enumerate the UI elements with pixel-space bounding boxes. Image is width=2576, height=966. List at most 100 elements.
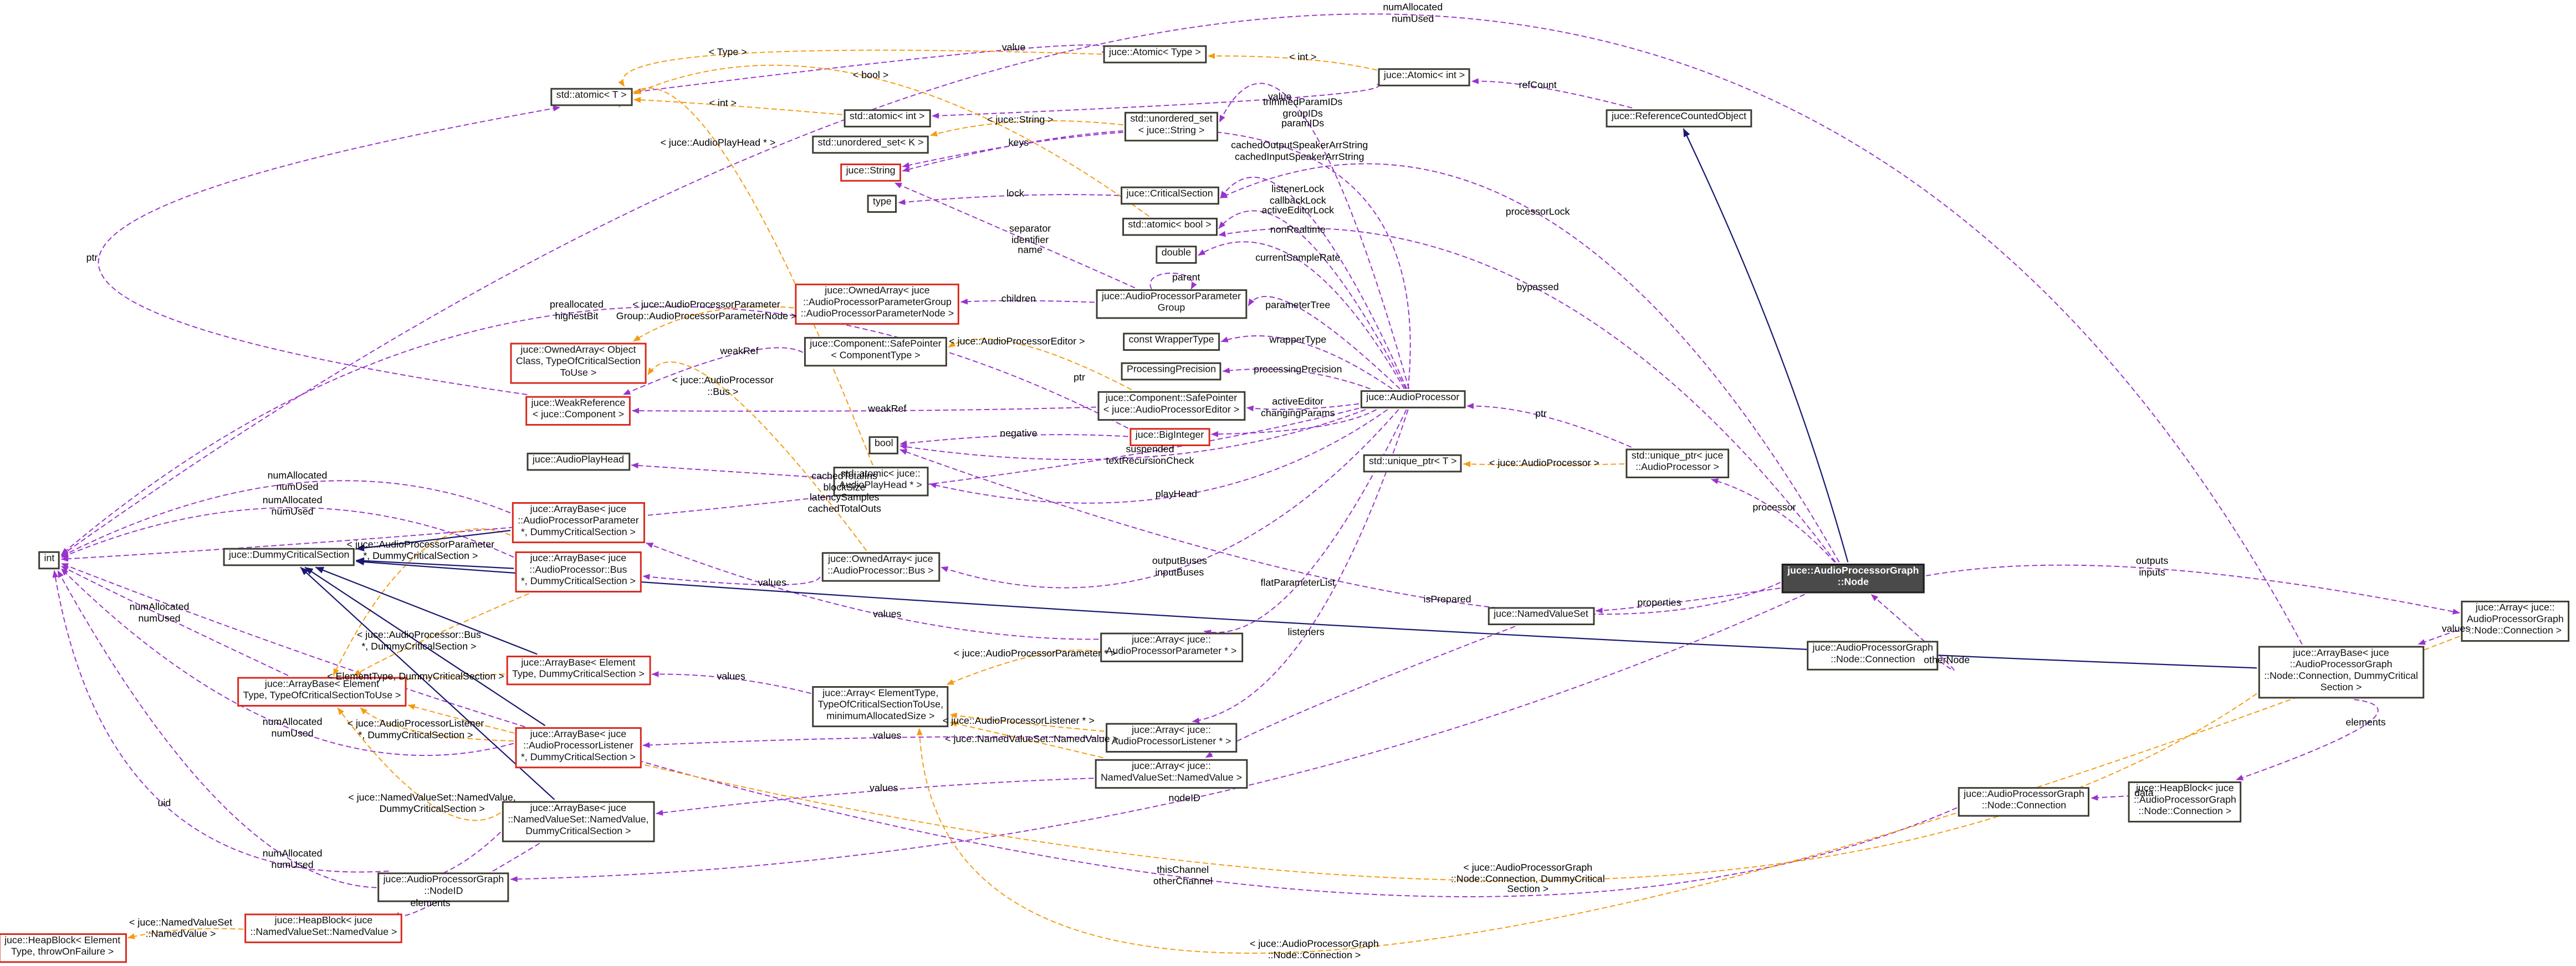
node-ownedarray_bus[interactable]: juce::OwnedArray< juce ::AudioProcessor:…: [821, 552, 939, 582]
node-array_listener[interactable]: juce::Array< juce:: AudioProcessorListen…: [1106, 723, 1237, 753]
edge-node-nodeid: [510, 594, 1805, 882]
edge-array_connection-ab_connection: [2417, 628, 2463, 645]
edge-appg-ownedarray_appn: [960, 298, 1095, 305]
node-heapblock_conn[interactable]: juce::HeapBlock< juce ::AudioProcessorGr…: [2128, 781, 2242, 822]
node-connection_r[interactable]: juce::AudioProcessorGraph ::Node::Connec…: [1807, 641, 1939, 671]
node-int: int: [38, 551, 60, 569]
edge-uniqueptr_ap-uniqueptr_t: [1463, 461, 1624, 467]
node-heapblock_nv[interactable]: juce::HeapBlock< juce ::NamedValueSet::N…: [244, 913, 403, 943]
edge-audioprocessor-ownedarray_bus: [941, 409, 1399, 589]
edge-node-critsec: [1220, 163, 1840, 563]
node-std_atomic_int: std::atomic< int >: [844, 109, 931, 127]
edge-refcounted-atomic_int: [1471, 78, 1633, 109]
edge-audioprocessor-array_listener: [1192, 409, 1409, 724]
node-dummycs[interactable]: juce::DummyCriticalSection: [223, 548, 355, 566]
edge-audioprocessor-double: [1198, 241, 1405, 390]
edge-appg-string: [894, 182, 1136, 289]
node-safeptr_editor[interactable]: juce::Component::SafePointer < juce::Aud…: [1097, 391, 1245, 421]
node-critsec[interactable]: juce::CriticalSection: [1121, 186, 1219, 205]
edge-node-array_connection: [1925, 564, 2460, 615]
edge-connection_b-int: [61, 563, 1957, 897]
node-connection_b[interactable]: juce::AudioProcessorGraph ::Node::Connec…: [1957, 787, 2091, 816]
node-ab_elem_dummy[interactable]: juce::ArrayBase< Element Type, DummyCrit…: [506, 656, 651, 685]
edge-audioprocessor-bool: [899, 409, 1366, 461]
node-atomic_bool: std::atomic< bool >: [1122, 217, 1218, 236]
edge-ab_listener-ab_elem_t: [360, 707, 514, 742]
node-ab_elem_t[interactable]: juce::ArrayBase< Element Type, TypeOfCri…: [237, 677, 407, 707]
edge-appg-appg: [1149, 272, 1197, 290]
edge-audioprocessor-biginteger: [1210, 409, 1377, 437]
node-atomic_type[interactable]: juce::Atomic< Type >: [1103, 45, 1207, 63]
edge-ab_connection-heapblock_conn: [2236, 699, 2379, 781]
edge-ab_namedvalue-ab_elem_t: [337, 707, 501, 821]
node-weakref_comp[interactable]: juce::WeakReference < juce::Component >: [525, 396, 631, 426]
node-node: juce::AudioProcessorGraph ::Node: [1781, 564, 1925, 593]
edge-ab_elem_dummy-ab_elem_t: [401, 673, 505, 683]
edge-safeptr_editor-safeptr_t: [948, 338, 1132, 390]
node-array_namedvalue[interactable]: juce::Array< juce:: NamedValueSet::Named…: [1095, 759, 1248, 789]
node-array_t[interactable]: juce::Array< ElementType, TypeOfCritical…: [812, 686, 949, 727]
node-namedvalueset[interactable]: juce::NamedValueSet: [1488, 607, 1594, 625]
node-array_connection[interactable]: juce::Array< juce:: AudioProcessorGraph …: [2461, 600, 2570, 642]
edge-array_namedvalue-ab_namedvalue: [656, 778, 1094, 816]
edge-array_param-array_t: [946, 650, 1099, 686]
edge-array_t-ab_elem_dummy: [651, 671, 811, 694]
edge-node-namedvalueset: [1595, 587, 1781, 614]
edge-ab_listener-int: [60, 568, 514, 756]
edge-array_namedvalue-array_t: [949, 720, 1103, 759]
node-nodeid[interactable]: juce::AudioProcessorGraph ::NodeID: [377, 872, 510, 902]
node-ab_connection[interactable]: juce::ArrayBase< juce ::AudioProcessorGr…: [2258, 646, 2424, 698]
node-ab_listener[interactable]: juce::ArrayBase< juce ::AudioProcessorLi…: [515, 727, 642, 768]
edge-ab_listener-dummycs: [304, 566, 546, 727]
node-atomic_int[interactable]: juce::Atomic< int >: [1378, 68, 1471, 86]
edge-atomic_playhead-playhead: [631, 462, 832, 479]
edge-critsec-type: [898, 194, 1120, 206]
node-uniqueptr_t: std::unique_ptr< T >: [1363, 454, 1463, 473]
node-array_param[interactable]: juce::Array< juce:: AudioProcessorParame…: [1100, 632, 1243, 662]
node-ab_param[interactable]: juce::ArrayBase< juce ::AudioProcessorPa…: [512, 502, 645, 543]
node-uniqueptr_ap: std::unique_ptr< juce ::AudioProcessor >: [1626, 448, 1729, 478]
edge-safeptr_editor-weakref_comp: [632, 406, 1096, 414]
edge-unordered_set_str-string: [902, 131, 1123, 168]
edge-ab_namedvalue-int: [57, 570, 501, 888]
node-playhead[interactable]: juce::AudioPlayHead: [527, 452, 630, 471]
node-procprec: ProcessingPrecision: [1121, 362, 1222, 381]
node-ab_namedvalue[interactable]: juce::ArrayBase< juce ::NamedValueSet::N…: [502, 801, 655, 842]
node-appg[interactable]: juce::AudioProcessorParameter Group: [1096, 289, 1247, 319]
node-heapblock_t[interactable]: juce::HeapBlock< Element Type, throwOnFa…: [0, 933, 126, 963]
edge-audioprocessor-safeptr_editor: [1246, 403, 1359, 412]
edge-std_atomic_int-atomic_t: [633, 96, 842, 115]
edge-audioprocessor-appg: [1248, 295, 1401, 390]
node-ownedarray_appn[interactable]: juce::OwnedArray< juce ::AudioProcessorP…: [795, 283, 960, 325]
node-safeptr_t[interactable]: juce::Component::SafePointer < Component…: [804, 336, 947, 366]
edge-array_param-ab_param: [646, 542, 1099, 640]
edge-ab_connection-dummycs: [355, 558, 2257, 669]
node-biginteger[interactable]: juce::BigInteger: [1129, 428, 1210, 446]
node-ab_bus[interactable]: juce::ArrayBase< juce ::AudioProcessor::…: [515, 551, 642, 592]
edge-atomic_int-std_atomic_int: [932, 84, 1379, 119]
edge-heapblock_nv-heapblock_t: [127, 928, 244, 939]
edge-audioprocessor-unordered_set_str: [1219, 83, 1410, 389]
node-audioprocessor[interactable]: juce::AudioProcessor: [1360, 390, 1465, 408]
edge-uniqueptr_ap-audioprocessor: [1466, 403, 1632, 448]
edge-audioprocessor-critsec: [1220, 176, 1408, 390]
edge-weakref_comp-atomic_t: [98, 105, 561, 395]
edge-atomic_type-atomic_t: [633, 44, 1108, 95]
node-string[interactable]: juce::String: [840, 163, 901, 182]
edge-ab_elem_t-int: [61, 565, 289, 676]
edge-namedvalueset-array_namedvalue: [1205, 626, 1516, 758]
node-atomic_playhead: std::atomic< juce:: AudioPlayHead * >: [833, 467, 928, 496]
edge-ab_namedvalue-dummycs: [300, 566, 555, 800]
edge-ownedarray_appn-ownedarray_t: [633, 306, 794, 342]
edge-audioprocessor-procprec: [1222, 367, 1371, 390]
node-atomic_t: std::atomic< T >: [550, 88, 632, 106]
node-ownedarray_t[interactable]: juce::OwnedArray< Object Class, TypeOfCr…: [510, 343, 647, 384]
edge-audioprocessor-string: [902, 129, 1411, 389]
edge-node-bool: [899, 449, 1781, 615]
node-refcounted[interactable]: juce::ReferenceCountedObject: [1606, 109, 1752, 127]
edge-atomic_int-atomic_type: [1208, 53, 1377, 71]
edge-audioprocessor-array_param: [1203, 409, 1407, 636]
edge-audioprocessor-atomic_playhead: [929, 409, 1388, 504]
edge-array_listener-ab_listener: [642, 736, 1105, 748]
